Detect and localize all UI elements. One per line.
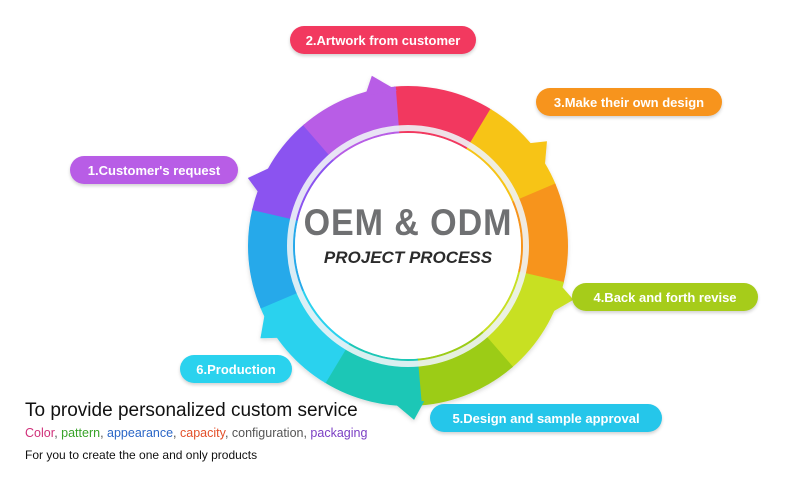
step-label-own-design: 3.Make their own design <box>536 88 722 116</box>
ring-inner-glow <box>287 125 529 367</box>
ring-pointer <box>548 283 574 315</box>
ring-segment <box>260 289 350 384</box>
service-tagline: To provide personalized custom service <box>25 400 358 421</box>
option-color: Color <box>25 426 55 440</box>
custom-options-line: Color, pattern, appearance, capacity, co… <box>25 426 367 440</box>
step-label-revise: 4.Back and forth revise <box>572 283 758 311</box>
ring-segment <box>466 108 556 203</box>
ring-pointer <box>247 165 275 196</box>
ring-segment <box>394 86 492 150</box>
step-label-artwork: 2.Artwork from customer <box>290 26 476 54</box>
step-label-customer-request: 1.Customer's request <box>70 156 238 184</box>
ring-segment <box>303 86 400 161</box>
step-label-sample-approval: 5.Design and sample approval <box>430 404 662 432</box>
diagram-title: OEM & ODM <box>303 202 513 243</box>
service-footnote: For you to create the one and only produ… <box>25 448 258 462</box>
option-separator: , <box>303 426 311 440</box>
ring-pointer <box>365 75 398 97</box>
option-packaging: packaging <box>310 426 368 440</box>
ring-segment <box>324 342 422 406</box>
option-capacity: capacity <box>180 426 225 440</box>
ring-pointer <box>391 401 425 420</box>
option-separator: , <box>100 426 108 440</box>
ring-inner-circle <box>295 133 521 359</box>
option-separator: , <box>54 426 62 440</box>
diagram-subtitle: PROJECT PROCESS <box>323 248 493 267</box>
ring-segment <box>416 331 513 406</box>
ring-segment <box>252 124 335 221</box>
option-separator: , <box>224 426 232 440</box>
option-appearance: appearance <box>107 426 174 440</box>
ring-pointer <box>525 141 547 171</box>
option-pattern: pattern <box>61 426 101 440</box>
option-configuration: configuration <box>231 426 304 440</box>
process-ring <box>247 75 574 420</box>
ring-pointer <box>260 309 282 339</box>
option-separator: , <box>173 426 180 440</box>
step-label-production: 6.Production <box>180 355 292 383</box>
ring-segment <box>481 271 564 368</box>
